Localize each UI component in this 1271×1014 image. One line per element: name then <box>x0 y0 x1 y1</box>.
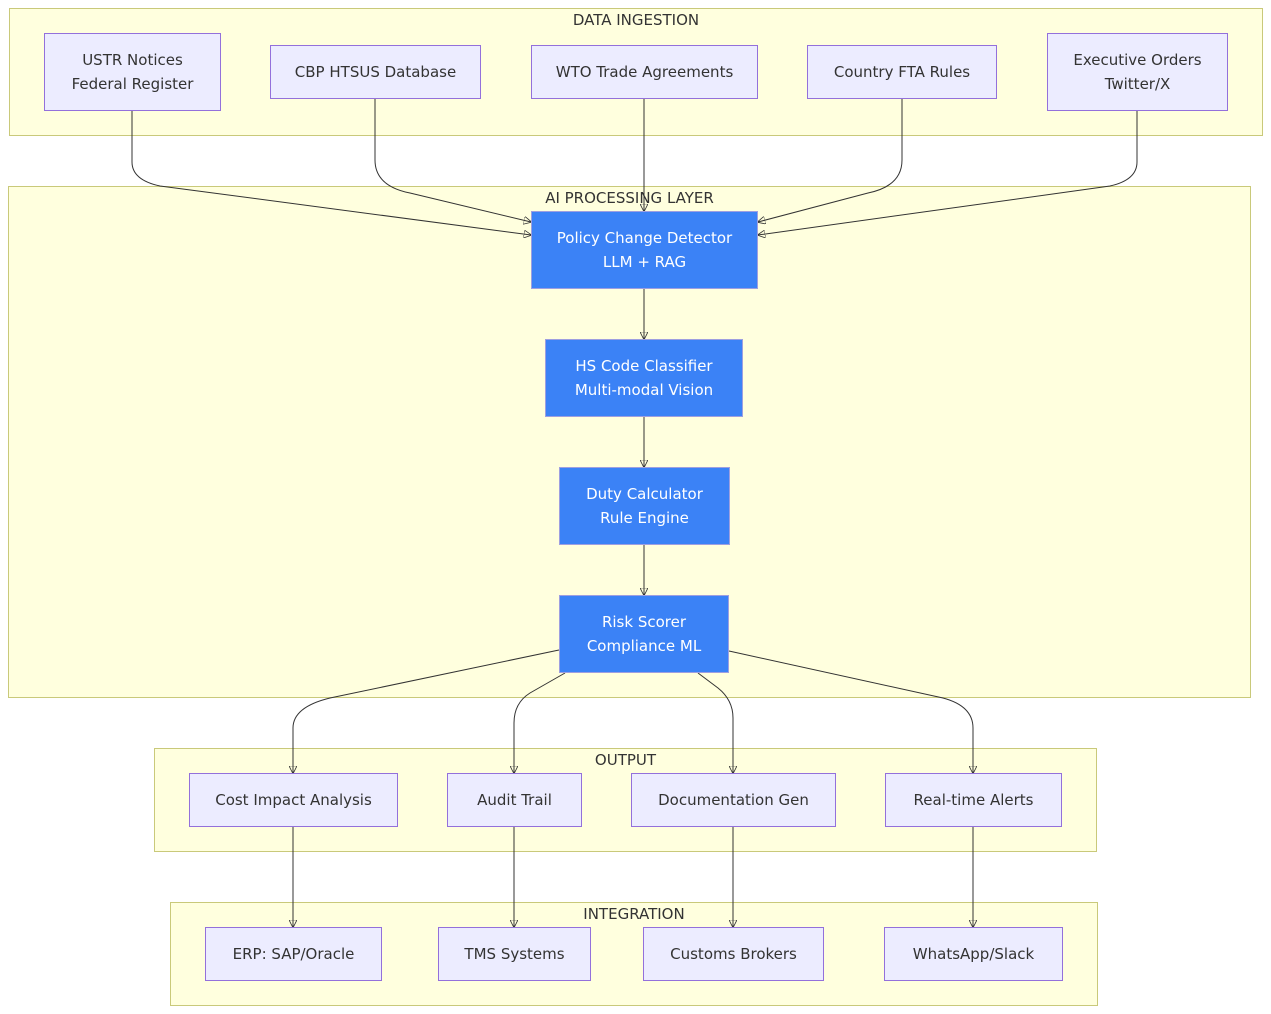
node-cost-impact-analysis: Cost Impact Analysis <box>189 773 398 827</box>
node-wto-agreements: WTO Trade Agreements <box>531 45 758 99</box>
node-customs-brokers: Customs Brokers <box>643 927 824 981</box>
node-whatsapp-slack: WhatsApp/Slack <box>884 927 1063 981</box>
node-ustr-notices: USTR Notices Federal Register <box>44 33 221 111</box>
cluster-title-integration: INTEGRATION <box>583 905 685 923</box>
node-realtime-alerts: Real-time Alerts <box>885 773 1062 827</box>
node-policy-change-detector: Policy Change Detector LLM + RAG <box>531 211 758 289</box>
cluster-title-data-ingestion: DATA INGESTION <box>572 11 700 29</box>
node-documentation-gen: Documentation Gen <box>631 773 836 827</box>
node-tms-systems: TMS Systems <box>438 927 591 981</box>
cluster-title-ai-processing: AI PROCESSING LAYER <box>545 189 714 207</box>
node-country-fta: Country FTA Rules <box>807 45 997 99</box>
node-erp: ERP: SAP/Oracle <box>205 927 382 981</box>
node-risk-scorer: Risk Scorer Compliance ML <box>559 595 729 673</box>
node-audit-trail: Audit Trail <box>447 773 582 827</box>
cluster-title-output: OUTPUT <box>594 751 657 769</box>
node-cbp-htsus: CBP HTSUS Database <box>270 45 481 99</box>
node-duty-calculator: Duty Calculator Rule Engine <box>559 467 730 545</box>
node-executive-orders: Executive Orders Twitter/X <box>1047 33 1228 111</box>
node-hs-code-classifier: HS Code Classifier Multi-modal Vision <box>545 339 743 417</box>
